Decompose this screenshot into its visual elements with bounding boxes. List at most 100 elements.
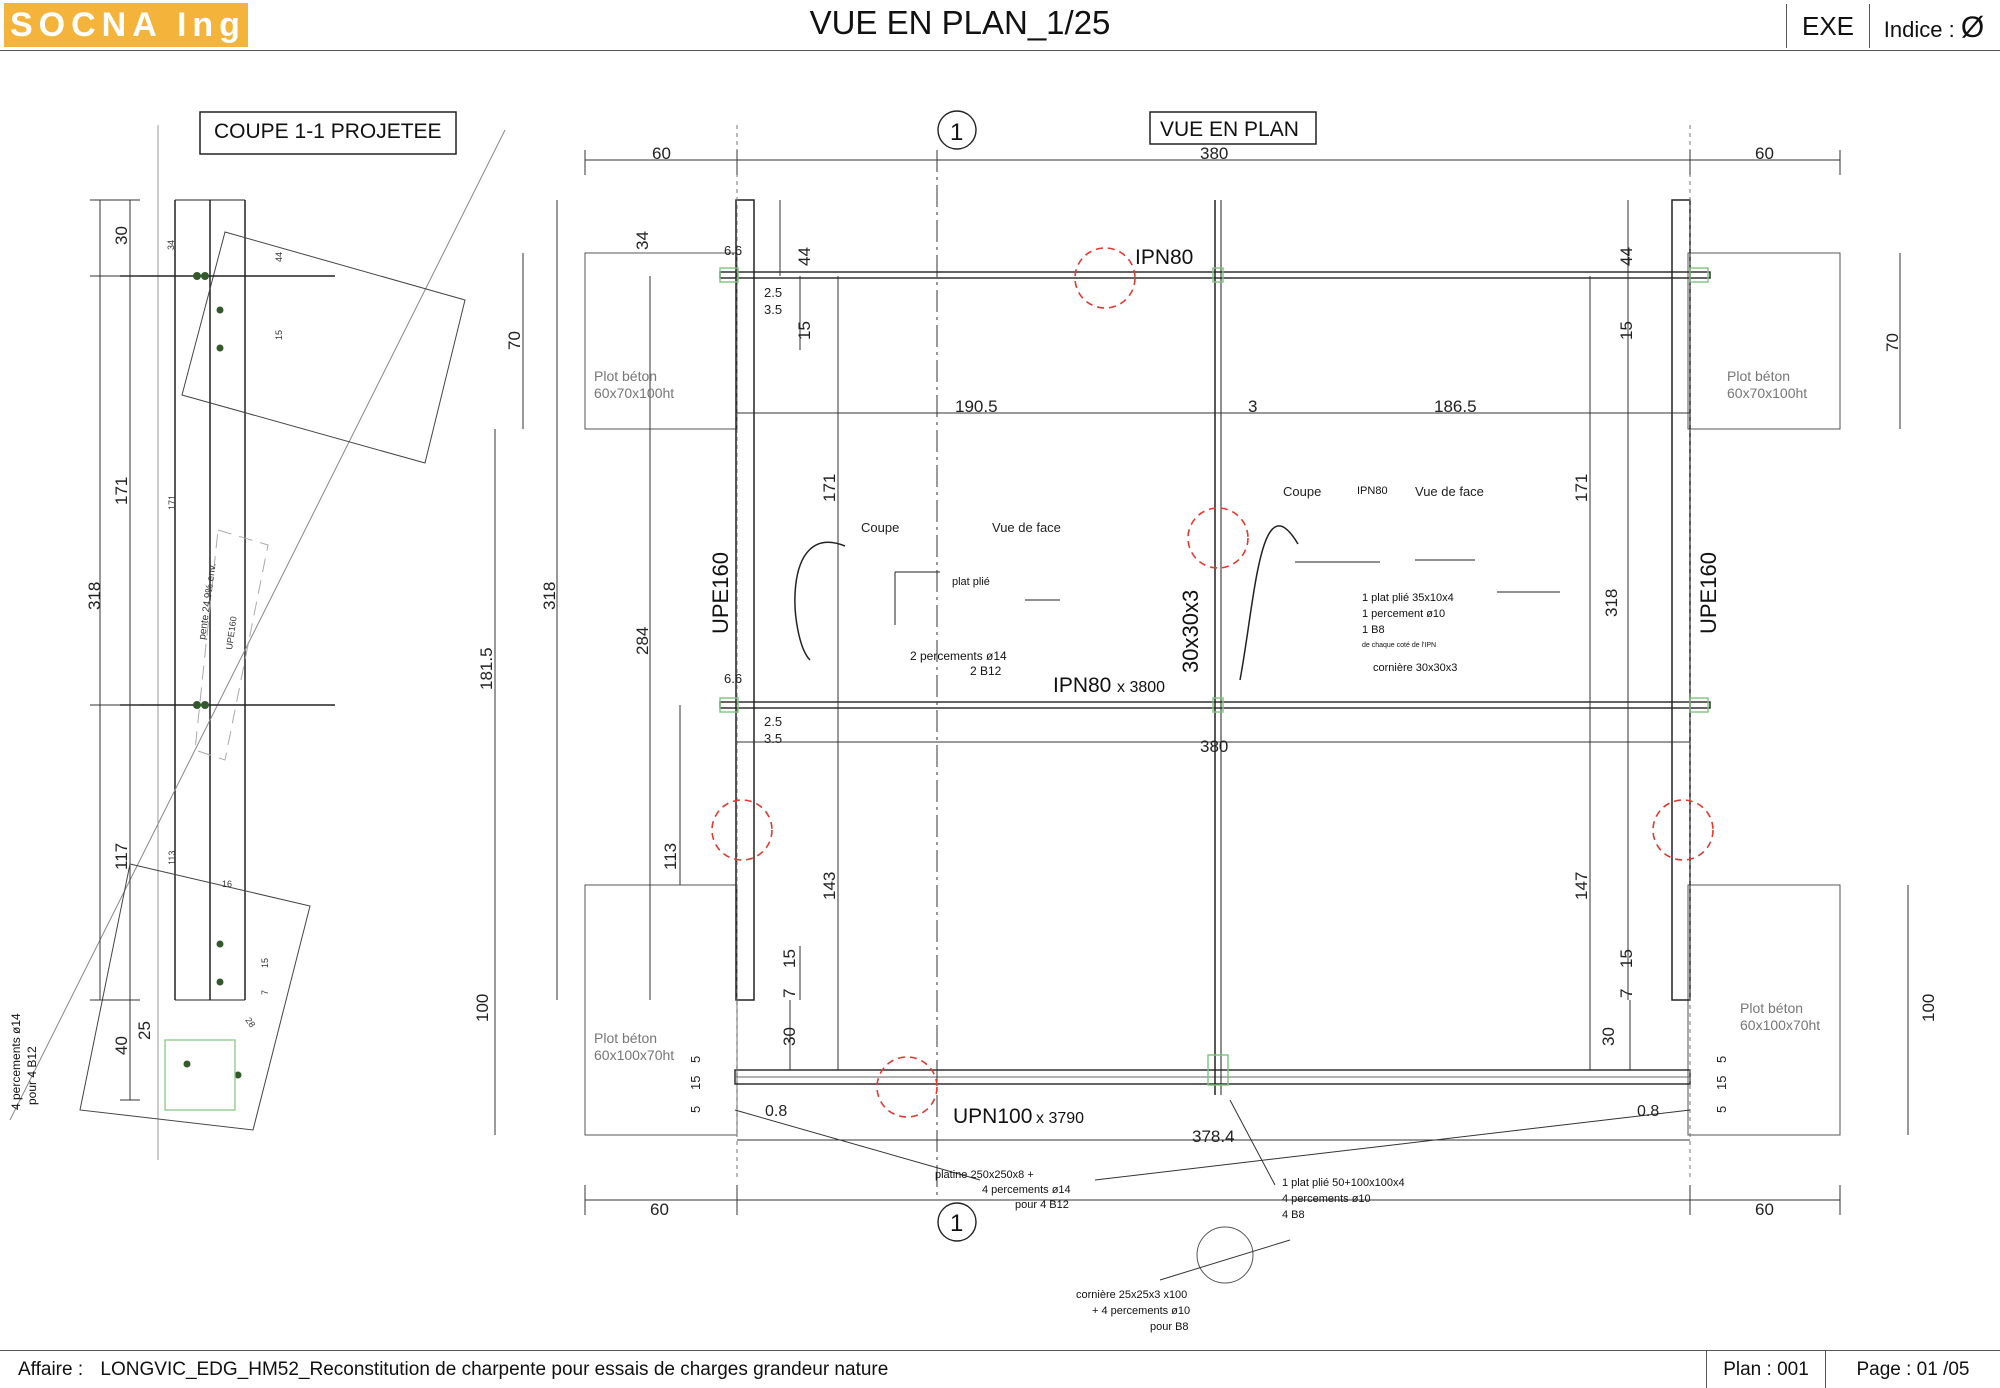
dim-span-3: 3 — [1248, 397, 1257, 416]
column-left — [735, 199, 755, 1001]
plot-bottom-right — [1687, 884, 1841, 1136]
beam-bottom-label: UPN100 — [953, 1105, 1032, 1128]
section-plate-note-2: pour 4 B12 — [25, 1046, 39, 1105]
detail-right-line2: 1 percement ø10 — [1362, 608, 1445, 620]
detail-right-ipn: IPN80 — [1357, 485, 1388, 497]
dim-span-380-mid: 380 — [1200, 737, 1228, 756]
plot-tr-line1: Plot béton — [1727, 368, 1790, 384]
dim-r-147: 147 — [1572, 872, 1591, 900]
dim-il-30: 30 — [780, 1027, 799, 1046]
plot-top-left — [584, 252, 738, 430]
section-small-171: 171 — [167, 495, 177, 510]
plot-tl-line1: Plot béton — [594, 368, 657, 384]
status-badge: EXE — [1786, 4, 1870, 48]
dim-il-15b: 15 — [780, 949, 799, 968]
beam-mid-label: IPN80 — [1053, 674, 1111, 697]
section-profile-note: UPE160 — [224, 616, 239, 651]
plan-title-box — [1149, 111, 1317, 145]
dim-r-171: 171 — [1572, 474, 1591, 502]
axis-label-top: 1 — [950, 119, 963, 146]
title-block-footer: Affaire : LONGVIC_EDG_HM52_Reconstitutio… — [0, 1350, 2000, 1388]
detail-left-coupe: Coupe — [861, 520, 899, 535]
affaire-line: Affaire : LONGVIC_EDG_HM52_Reconstitutio… — [18, 1359, 888, 1381]
dim-l-318: 318 — [540, 582, 559, 610]
section-title-box — [199, 111, 457, 155]
axis-label-bottom: 1 — [950, 1210, 963, 1237]
section-dim-40: 40 — [112, 1036, 131, 1055]
detail-mark-right-column — [1652, 799, 1714, 861]
affaire-label: Affaire : — [18, 1359, 84, 1380]
section-small-28: 28 — [243, 1015, 257, 1029]
dim-il-15c: 15 — [688, 1076, 703, 1090]
plot-top-right — [1687, 252, 1841, 430]
corniere-note-2: + 4 percements ø10 — [1092, 1305, 1190, 1317]
dim-l-100: 100 — [473, 994, 492, 1022]
axis-marker-top — [937, 110, 977, 150]
dim-r-15: 15 — [1617, 321, 1636, 340]
detail-left-boulons: 2 B12 — [970, 664, 1002, 678]
dim-il-44: 44 — [795, 247, 814, 266]
corniere-note-1: cornière 25x25x3 x100 — [1076, 1289, 1187, 1301]
platine-note-1: platine 250x250x8 + — [935, 1169, 1034, 1181]
dim-small-6-6b: 6.6 — [724, 671, 742, 686]
detail-mark-bottom-beam — [876, 1056, 938, 1118]
axis-marker-bottom — [937, 1202, 977, 1242]
affaire-text: LONGVIC_EDG_HM52_Reconstitution de charp… — [100, 1359, 889, 1380]
dim-r-15c: 15 — [1714, 1076, 1729, 1090]
section-small-44: 44 — [274, 252, 284, 262]
section-plate-note-1: 4 percements ø14 — [9, 1013, 23, 1110]
indice-value: Ø — [1960, 11, 1985, 44]
dim-r-70: 70 — [1883, 333, 1902, 352]
plot-br-line2: 60x100x70ht — [1740, 1017, 1820, 1033]
section-view — [9, 111, 506, 1160]
dim-r-5: 5 — [1714, 1056, 1729, 1063]
section-small-16: 16 — [222, 879, 232, 889]
platine-note-2: 4 percements ø14 — [982, 1184, 1071, 1196]
detail-right-vue-face: Vue de face — [1415, 484, 1484, 499]
dim-l-181-5: 181.5 — [477, 647, 496, 690]
plan-number: Plan : 001 — [1706, 1351, 1826, 1388]
indice-label: Indice : — [1883, 17, 1955, 42]
drawing-canvas: COUPE 1-1 PROJETEE 30 171 318 117 40 25 … — [9, 110, 1938, 1333]
dim-l-34: 34 — [633, 231, 652, 250]
dim-r-5b: 5 — [1714, 1106, 1729, 1113]
dim-il-15: 15 — [795, 321, 814, 340]
dim-il-5b: 5 — [688, 1106, 703, 1113]
plat-note-2: 4 percements ø10 — [1282, 1193, 1371, 1205]
plat-note-1: 1 plat plié 50+100x100x4 — [1282, 1177, 1405, 1189]
platine-note-3: pour 4 B12 — [1015, 1199, 1069, 1211]
dim-r-7: 7 — [1617, 989, 1636, 998]
beam-top-label: IPN80 — [1135, 246, 1193, 269]
dim-span-186-5: 186.5 — [1434, 397, 1477, 416]
section-dim-25: 25 — [135, 1021, 154, 1040]
plot-bl-line1: Plot béton — [594, 1030, 657, 1046]
column-right — [1671, 199, 1691, 1001]
dim-small-2-5b: 2.5 — [764, 714, 782, 729]
dim-top-right-60: 60 — [1755, 144, 1774, 163]
plot-br-line1: Plot béton — [1740, 1000, 1803, 1016]
detail-left-vue-face: Vue de face — [992, 520, 1061, 535]
slope-note: pente 24.9% env. — [197, 563, 219, 641]
section-small-113: 113 — [167, 851, 177, 865]
dim-bottom-left-60: 60 — [650, 1200, 669, 1219]
column-left-label: UPE160 — [708, 552, 733, 634]
dim-small-0-8b: 0.8 — [1637, 1103, 1659, 1120]
dim-span-378-4: 378.4 — [1192, 1127, 1235, 1146]
dim-il-143: 143 — [820, 872, 839, 900]
column-right-label: UPE160 — [1696, 552, 1721, 634]
dim-r-30: 30 — [1599, 1027, 1618, 1046]
dim-small-6-6a: 6.6 — [724, 243, 742, 258]
plot-bl-line2: 60x100x70ht — [594, 1047, 674, 1063]
sheet-title: VUE EN PLAN_1/25 — [809, 4, 1111, 41]
detail-mark-top-beam — [1074, 247, 1136, 309]
plan-title: VUE EN PLAN — [1160, 118, 1299, 141]
plot-bottom-left — [584, 884, 738, 1136]
beam-mid-length: x 3800 — [1117, 679, 1165, 696]
corniere-note-3: pour B8 — [1150, 1321, 1189, 1333]
section-dim-171: 171 — [112, 477, 131, 505]
beam-bottom-length: x 3790 — [1036, 1110, 1084, 1127]
dim-l-113: 113 — [661, 843, 680, 870]
dim-il-171: 171 — [820, 474, 839, 502]
page-number: Page : 01 /05 — [1856, 1359, 1970, 1380]
